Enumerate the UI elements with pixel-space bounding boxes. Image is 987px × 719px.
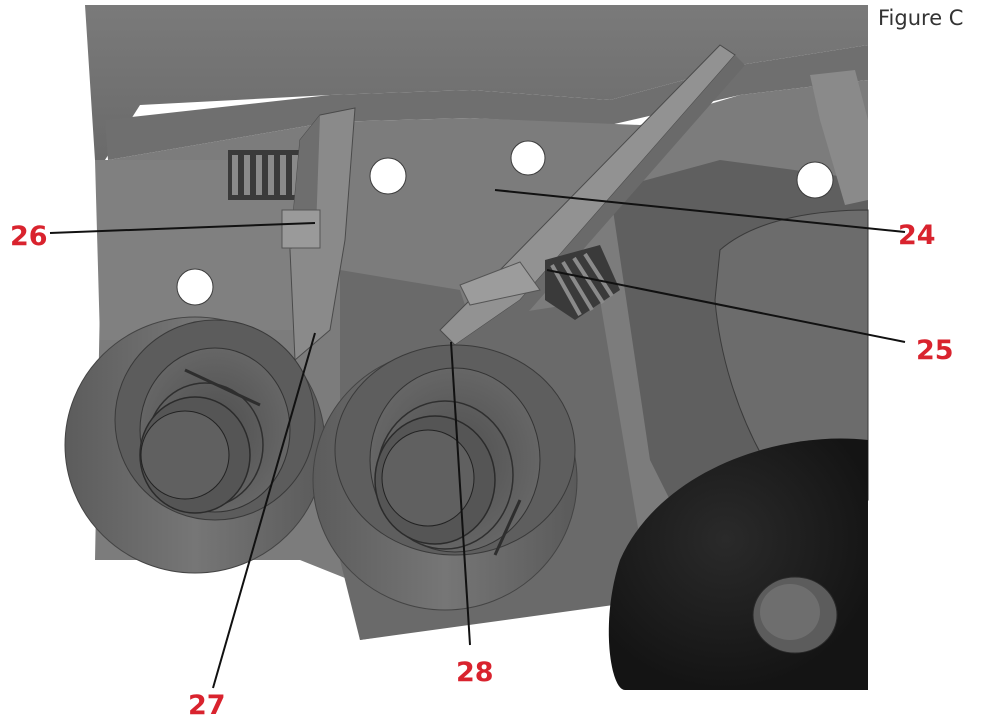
callout-label-25: 25 xyxy=(916,335,954,366)
leader-lines xyxy=(49,189,906,689)
callout-labels: 24 25 26 27 28 xyxy=(10,220,954,719)
callout-label-24: 24 xyxy=(898,220,936,251)
figure-caption: Figure C xyxy=(878,6,964,30)
callout-label-27: 27 xyxy=(188,690,226,719)
callout-label-26: 26 xyxy=(10,221,48,252)
middle-spring-cylinder xyxy=(312,344,578,611)
leader-line-25 xyxy=(546,269,906,343)
leader-line-26 xyxy=(49,222,316,234)
left-spring-assembly xyxy=(64,107,356,574)
right-gear-teeth xyxy=(545,245,620,320)
leader-line-28 xyxy=(450,341,471,646)
callout-label-28: 28 xyxy=(456,657,494,688)
leader-line-27 xyxy=(212,332,316,689)
leader-line-24 xyxy=(494,189,906,233)
right-wheel xyxy=(608,438,868,690)
